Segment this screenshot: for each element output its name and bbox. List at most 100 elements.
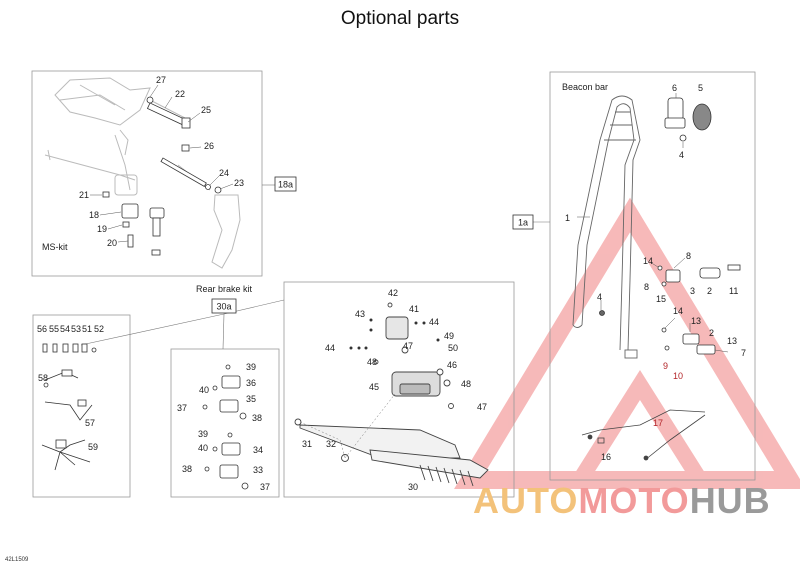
svg-text:30a: 30a (216, 302, 231, 312)
callout: 14 (673, 306, 683, 316)
callout: 57 (85, 418, 95, 428)
callout: 40 (198, 443, 208, 453)
ms-kit-leader-lines (90, 84, 234, 243)
callout: 4 (597, 292, 602, 302)
callout: 7 (741, 348, 746, 358)
callout: 23 (234, 178, 244, 188)
callout: 15 (656, 294, 666, 304)
callout: 31 (302, 439, 312, 449)
callout: 49 (444, 331, 454, 341)
callout: 44 (429, 317, 439, 327)
ms-kit-parts (102, 96, 222, 256)
callout: 55 (49, 324, 59, 334)
beacon-parts (599, 97, 741, 355)
callout: 44 (325, 343, 335, 353)
callout: 56 (37, 324, 47, 334)
callout: 22 (175, 89, 185, 99)
brake-drawing (294, 302, 489, 487)
beacon-leader-lines (577, 93, 729, 353)
ref-box-1a: 1a (512, 214, 534, 230)
callout: 8 (686, 251, 691, 261)
brake-kit-callouts: 39 40 36 35 37 38 39 40 34 38 33 37 (177, 362, 270, 492)
callout: 35 (246, 394, 256, 404)
callout: 38 (252, 413, 262, 423)
callout: 18 (89, 210, 99, 220)
drawing-code: 42L1509 (5, 557, 29, 563)
beacon-wire (581, 409, 706, 461)
callout: 59 (88, 442, 98, 452)
callout: 39 (246, 362, 256, 372)
callout: 11 (729, 286, 738, 296)
callout: 40 (199, 385, 209, 395)
callout: 52 (94, 324, 104, 334)
callout: 25 (201, 105, 211, 115)
callout: 47 (403, 341, 413, 351)
ms-kit-drawing (44, 77, 241, 269)
brake-panel (283, 281, 515, 498)
callout: 24 (219, 168, 229, 178)
callout: 14 (643, 256, 653, 266)
callout: 2 (709, 328, 714, 338)
callout: 6 (672, 83, 677, 93)
callout: 45 (369, 382, 379, 392)
callout: 43 (355, 309, 365, 319)
ms-kit-panel (31, 70, 263, 277)
callout: 4 (679, 150, 684, 160)
brake-kit-parts (202, 364, 249, 490)
callout: 3 (690, 286, 695, 296)
callout: 13 (691, 316, 701, 326)
beacon-bar-drawing (572, 95, 641, 359)
callout: 2 (707, 286, 712, 296)
page-title: Optional parts (340, 8, 460, 29)
callout: 8 (644, 282, 649, 292)
callout: 50 (448, 343, 458, 353)
callout: 41 (409, 304, 419, 314)
ref-box-30a: 30a (211, 298, 237, 314)
callout: 30 (408, 482, 418, 492)
callout: 36 (246, 378, 256, 388)
callout: 33 (253, 465, 263, 475)
callout: 58 (38, 373, 48, 383)
electrical-panel (32, 314, 131, 498)
callout: 17 (653, 418, 663, 428)
callout: 48 (461, 379, 471, 389)
callout: 54 (60, 324, 70, 334)
callout: 51 (82, 324, 92, 334)
callout: 21 (79, 190, 89, 200)
callout: 10 (673, 371, 683, 381)
callout: 42 (388, 288, 398, 298)
brake-dots (349, 318, 440, 350)
ms-kit-caption: MS-kit (42, 242, 68, 252)
ref-box-18a: 18a (274, 176, 297, 192)
rear-brake-kit-caption: Rear brake kit (196, 284, 253, 294)
beacon-callouts: 6 5 4 1 8 14 3 2 11 8 15 4 14 13 2 13 7 … (565, 83, 746, 462)
callout: 27 (156, 75, 166, 85)
callout: 47 (477, 402, 487, 412)
callout: 34 (253, 445, 263, 455)
callout: 1 (565, 213, 570, 223)
callout: 48 (367, 357, 377, 367)
callout: 13 (727, 336, 737, 346)
callout: 20 (107, 238, 117, 248)
callout: 5 (698, 83, 703, 93)
svg-text:18a: 18a (278, 180, 293, 190)
brake-kit-panel (170, 348, 280, 498)
callout: 37 (177, 403, 187, 413)
svg-text:1a: 1a (518, 218, 528, 228)
callout: 9 (663, 361, 668, 371)
callout: 26 (204, 141, 214, 151)
callout: 37 (260, 482, 270, 492)
watermark-brand-text: AUTOMOTOHUB (473, 480, 771, 521)
ms-kit-callouts: 27 22 25 26 24 23 21 18 19 20 (79, 75, 244, 248)
callout: 19 (97, 224, 107, 234)
callout: 32 (326, 439, 336, 449)
beacon-bar-caption: Beacon bar (562, 82, 608, 92)
callout: 39 (198, 429, 208, 439)
callout: 38 (182, 464, 192, 474)
callout: 16 (601, 452, 611, 462)
brake-leader-lines (299, 393, 396, 459)
electrical-callouts: 56 55 54 53 51 52 58 57 59 (37, 324, 104, 452)
beacon-bar-panel (549, 71, 756, 481)
callout: 46 (447, 360, 457, 370)
